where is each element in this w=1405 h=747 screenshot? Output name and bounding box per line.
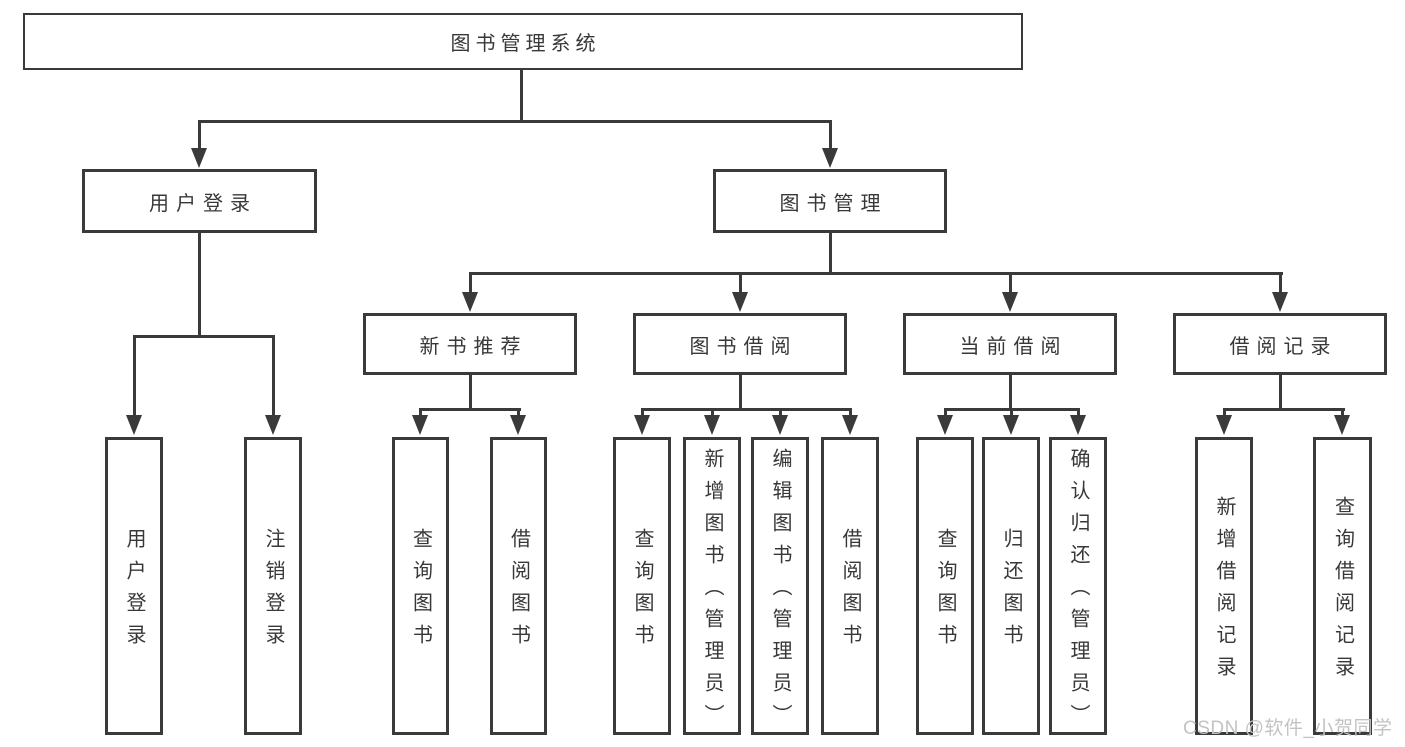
leaf-bb-borrow-books-label: 借阅图书: [839, 528, 861, 656]
connector-line: [198, 120, 201, 150]
node-current-borrow-label: 当前借阅: [959, 335, 1068, 358]
leaf-user-login-label: 用户登录: [123, 528, 145, 656]
arrow-down-icon: [842, 415, 858, 435]
watermark: CSDN @软件_小贺同学: [1183, 718, 1393, 739]
node-user-login-label: 用户登录: [149, 192, 257, 215]
leaf-nb-query-books-label: 查询图书: [409, 528, 432, 656]
leaf-nb-query-books: 查询图书: [392, 437, 449, 735]
arrow-down-icon: [704, 415, 720, 435]
arrow-down-icon: [772, 415, 788, 435]
connector-line: [419, 408, 521, 411]
connector-line: [1223, 408, 1345, 411]
arrow-down-icon: [1334, 415, 1350, 435]
arrow-down-icon: [265, 415, 281, 435]
connector-line: [641, 408, 644, 418]
connector-line: [133, 335, 136, 417]
arrow-down-icon: [510, 415, 526, 435]
leaf-bb-add-books-admin-label: 新增图书（管理员）: [701, 448, 723, 736]
arrow-down-icon: [191, 148, 207, 168]
connector-line: [829, 120, 832, 150]
arrow-down-icon: [126, 415, 142, 435]
connector-line: [739, 272, 742, 294]
node-new-book-recommend: 新书推荐: [363, 313, 577, 375]
connector-line: [849, 408, 852, 418]
leaf-cb-query-books-label: 查询图书: [934, 528, 956, 656]
node-current-borrow: 当前借阅: [903, 313, 1117, 375]
connector-line: [1010, 408, 1013, 418]
leaf-nb-borrow-books: 借阅图书: [490, 437, 547, 735]
connector-line: [739, 375, 742, 411]
leaf-user-login: 用户登录: [105, 437, 163, 735]
leaf-bb-edit-books-admin-label: 编辑图书（管理员）: [769, 448, 791, 736]
connector-line: [1341, 408, 1344, 418]
connector-line: [1223, 408, 1226, 418]
connector-line: [517, 408, 520, 418]
node-book-management-label: 图书管理: [779, 192, 888, 215]
leaf-br-add-record-label: 新增借阅记录: [1213, 496, 1235, 688]
arrow-down-icon: [1003, 415, 1019, 435]
connector-line: [1279, 272, 1282, 294]
leaf-cb-return-books-label: 归还图书: [1000, 528, 1022, 656]
leaf-br-add-record: 新增借阅记录: [1195, 437, 1253, 735]
leaf-bb-query-books: 查询图书: [613, 437, 671, 735]
arrow-down-icon: [937, 415, 953, 435]
connector-line: [1009, 375, 1012, 411]
arrow-down-icon: [732, 292, 748, 312]
connector-line: [272, 335, 275, 417]
leaf-bb-add-books-admin: 新增图书（管理员）: [683, 437, 741, 736]
leaf-logout: 注销登录: [244, 437, 302, 735]
arrow-down-icon: [1002, 292, 1018, 312]
connector-line: [133, 335, 275, 338]
connector-line: [711, 408, 714, 418]
connector-line: [1009, 272, 1012, 294]
node-book-borrow: 图书借阅: [633, 313, 847, 375]
leaf-bb-query-books-label: 查询图书: [631, 528, 653, 656]
connector-line: [469, 272, 472, 294]
leaf-bb-edit-books-admin: 编辑图书（管理员）: [751, 437, 809, 736]
connector-line: [944, 408, 947, 418]
connector-line: [469, 375, 472, 411]
node-borrow-records: 借阅记录: [1173, 313, 1387, 375]
connector-line: [1077, 408, 1080, 418]
arrow-down-icon: [1070, 415, 1086, 435]
node-new-book-recommend-label: 新书推荐: [419, 335, 528, 358]
leaf-bb-borrow-books: 借阅图书: [821, 437, 879, 735]
connector-line: [829, 233, 832, 275]
arrow-down-icon: [822, 148, 838, 168]
arrow-down-icon: [462, 292, 478, 312]
leaf-cb-return-books: 归还图书: [982, 437, 1040, 735]
leaf-br-query-record: 查询借阅记录: [1313, 437, 1372, 735]
arrow-down-icon: [634, 415, 650, 435]
leaf-cb-confirm-return-admin: 确认归还（管理员）: [1049, 437, 1107, 736]
node-borrow-records-label: 借阅记录: [1229, 335, 1338, 358]
node-root-label: 图书管理系统: [450, 33, 601, 55]
connector-line: [779, 408, 782, 418]
connector-line: [520, 70, 523, 120]
arrow-down-icon: [1272, 292, 1288, 312]
arrow-down-icon: [1216, 415, 1232, 435]
connector-line: [198, 120, 832, 123]
node-user-login: 用户登录: [82, 169, 317, 233]
connector-line: [419, 408, 422, 418]
node-root: 图书管理系统: [23, 13, 1023, 70]
node-book-borrow-label: 图书借阅: [689, 335, 798, 358]
connector-line: [469, 272, 1283, 275]
connector-line: [1279, 375, 1282, 411]
connector-line: [198, 233, 201, 337]
leaf-br-query-record-label: 查询借阅记录: [1331, 496, 1354, 688]
leaf-logout-label: 注销登录: [262, 528, 284, 656]
leaf-cb-query-books: 查询图书: [916, 437, 974, 735]
arrow-down-icon: [412, 415, 428, 435]
leaf-cb-confirm-return-admin-label: 确认归还（管理员）: [1067, 448, 1089, 736]
node-book-management: 图书管理: [713, 169, 947, 233]
leaf-nb-borrow-books-label: 借阅图书: [507, 528, 530, 656]
connector-line: [641, 408, 852, 411]
